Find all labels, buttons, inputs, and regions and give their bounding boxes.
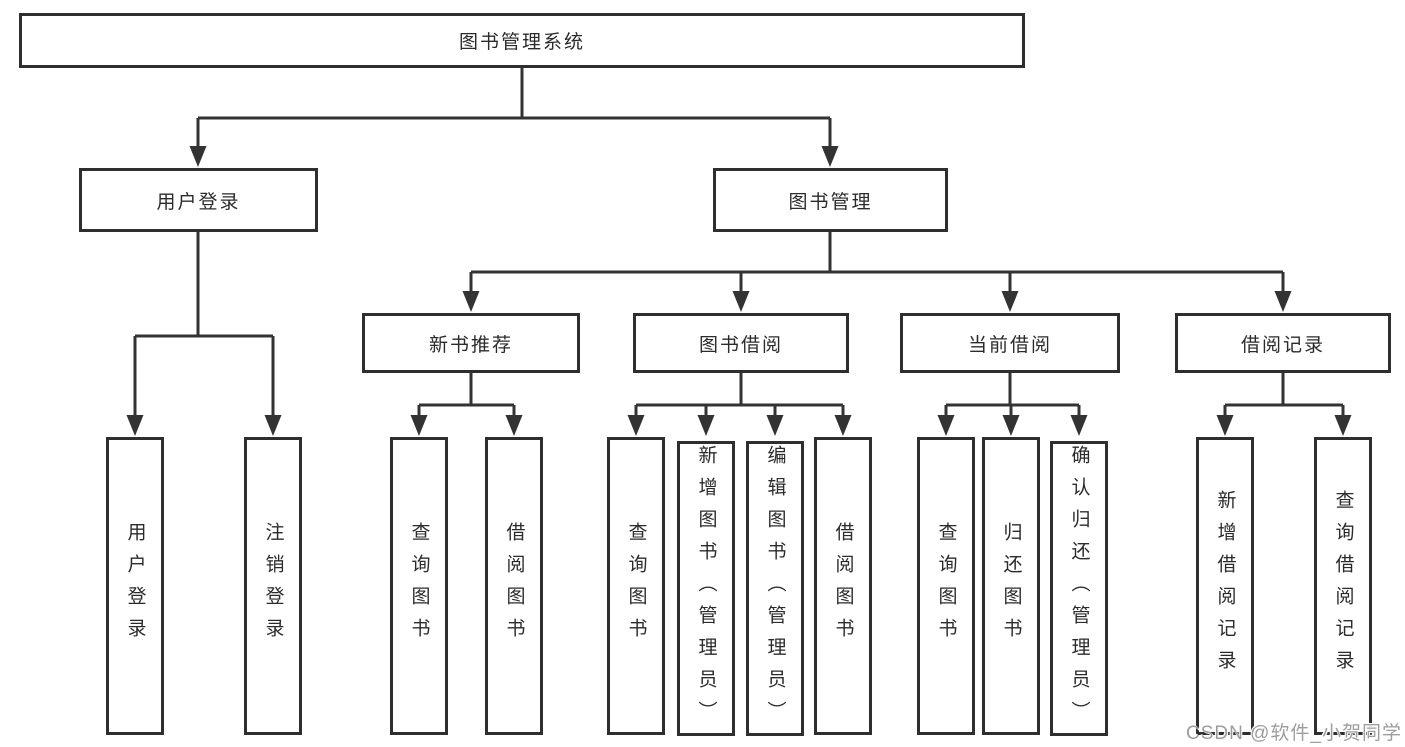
leaf-label: 编辑图书（管理员） (764, 444, 786, 733)
node-label: 用户登录 (156, 191, 241, 213)
leaf-add-book-admin: 新增图书（管理员） (677, 441, 735, 736)
leaf-label: 查询图书 (408, 522, 430, 650)
leaf-label: 注销登录 (262, 522, 284, 650)
leaf-borrow-books: 借阅图书 (814, 437, 872, 735)
node-user-login: 用户登录 (79, 168, 318, 232)
leaf-query-books-borrow: 查询图书 (607, 437, 665, 735)
leaf-label: 查询借阅记录 (1332, 490, 1354, 682)
node-label: 图书管理 (788, 191, 873, 213)
leaf-confirm-return-admin: 确认归还（管理员） (1050, 441, 1108, 736)
leaf-add-borrow-record: 新增借阅记录 (1196, 437, 1254, 735)
leaf-label: 确认归还（管理员） (1068, 444, 1090, 733)
leaf-label: 新增图书（管理员） (695, 444, 717, 733)
node-new-book-recommendation: 新书推荐 (362, 313, 580, 373)
leaf-label: 用户登录 (124, 522, 146, 650)
leaf-logout: 注销登录 (244, 437, 302, 735)
leaf-return-books: 归还图书 (982, 437, 1040, 735)
node-label: 新书推荐 (428, 334, 513, 356)
node-book-management: 图书管理 (713, 168, 948, 232)
leaf-label: 新增借阅记录 (1214, 490, 1236, 682)
leaf-borrow-books-recommend: 借阅图书 (485, 437, 543, 735)
watermark-text: CSDN @软件_小贺同学 (1186, 723, 1402, 744)
leaf-query-borrow-record: 查询借阅记录 (1314, 437, 1372, 735)
leaf-label: 查询图书 (935, 522, 957, 650)
node-borrowing-records: 借阅记录 (1175, 313, 1391, 373)
leaf-label: 归还图书 (1000, 522, 1022, 650)
leaf-query-books-recommend: 查询图书 (390, 437, 448, 735)
leaf-label: 借阅图书 (503, 522, 525, 650)
node-current-borrowing: 当前借阅 (900, 313, 1120, 373)
node-library-management-system: 图书管理系统 (19, 13, 1025, 68)
leaf-user-login: 用户登录 (106, 437, 164, 735)
leaf-query-books-current: 查询图书 (917, 437, 975, 735)
node-label: 借阅记录 (1240, 334, 1325, 356)
leaf-label: 查询图书 (625, 522, 647, 650)
leaf-label: 借阅图书 (832, 522, 854, 650)
node-book-borrowing: 图书借阅 (633, 313, 849, 373)
node-label: 图书借阅 (698, 334, 783, 356)
node-label: 当前借阅 (967, 334, 1052, 356)
leaf-edit-book-admin: 编辑图书（管理员） (746, 441, 804, 736)
node-label: 图书管理系统 (458, 32, 585, 53)
